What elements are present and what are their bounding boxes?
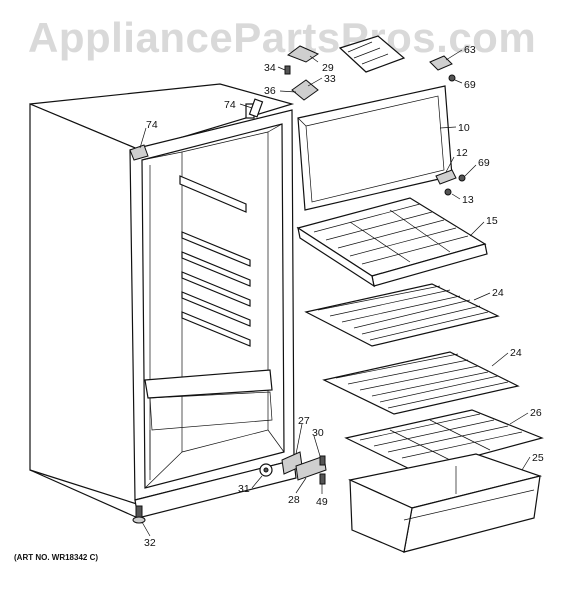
callout-32: 32: [144, 537, 156, 549]
leveling-leg-32: [132, 505, 146, 524]
callout-33: 33: [324, 73, 336, 85]
screw-69-top: [448, 74, 456, 82]
roller-31: [259, 463, 273, 477]
callout-24-upper: 24: [492, 287, 504, 299]
wire-shelf-lower: [322, 351, 520, 415]
callout-63: 63: [464, 44, 476, 56]
callout-25: 25: [532, 452, 544, 464]
screw-34: [284, 65, 291, 75]
callout-13: 13: [462, 194, 474, 206]
callout-12: 12: [456, 147, 468, 159]
callout-27: 27: [298, 415, 310, 427]
crisper-cover: [344, 409, 544, 473]
callout-30: 30: [312, 427, 324, 439]
callout-69-top: 69: [464, 79, 476, 91]
ice-tray-support: [286, 45, 320, 63]
callout-28: 28: [288, 494, 300, 506]
bracket-33: [291, 79, 319, 101]
screw-49: [319, 473, 326, 485]
callout-24-lower: 24: [510, 347, 522, 359]
wire-shelf-upper: [304, 283, 500, 347]
callout-10: 10: [458, 122, 470, 134]
light-74: [248, 98, 264, 118]
part-12: [435, 169, 457, 185]
crisper-drawer: [348, 453, 543, 553]
screw-13: [444, 188, 452, 196]
art-number: (ART NO. WR18342 C): [14, 553, 99, 562]
freezer-shelf-tray: [296, 197, 488, 288]
callout-labels: 63 29 34 33 69 36 74 74 10 12 69 13 15 2…: [144, 44, 544, 549]
callout-15: 15: [486, 215, 498, 227]
screw-69-mid: [458, 174, 466, 182]
leader-lines: [139, 49, 531, 537]
ice-tray: [338, 35, 406, 73]
callout-31: 31: [238, 483, 250, 495]
callout-29: 29: [322, 62, 334, 74]
pin-30: [319, 455, 326, 466]
cabinet-shelf-rails: [144, 175, 273, 470]
callout-74-light: 74: [224, 99, 236, 111]
callout-49: 49: [316, 496, 328, 508]
callout-74-corner: 74: [146, 119, 158, 131]
bottom-hinge-28: [295, 455, 327, 481]
callout-36: 36: [264, 85, 276, 97]
callout-69-mid: 69: [478, 157, 490, 169]
freezer-door: [297, 85, 453, 211]
callout-26: 26: [530, 407, 542, 419]
watermark: AppliancePartsPros.com: [28, 14, 537, 61]
refrigerator-cabinet: [29, 83, 297, 519]
callout-34: 34: [264, 62, 276, 74]
